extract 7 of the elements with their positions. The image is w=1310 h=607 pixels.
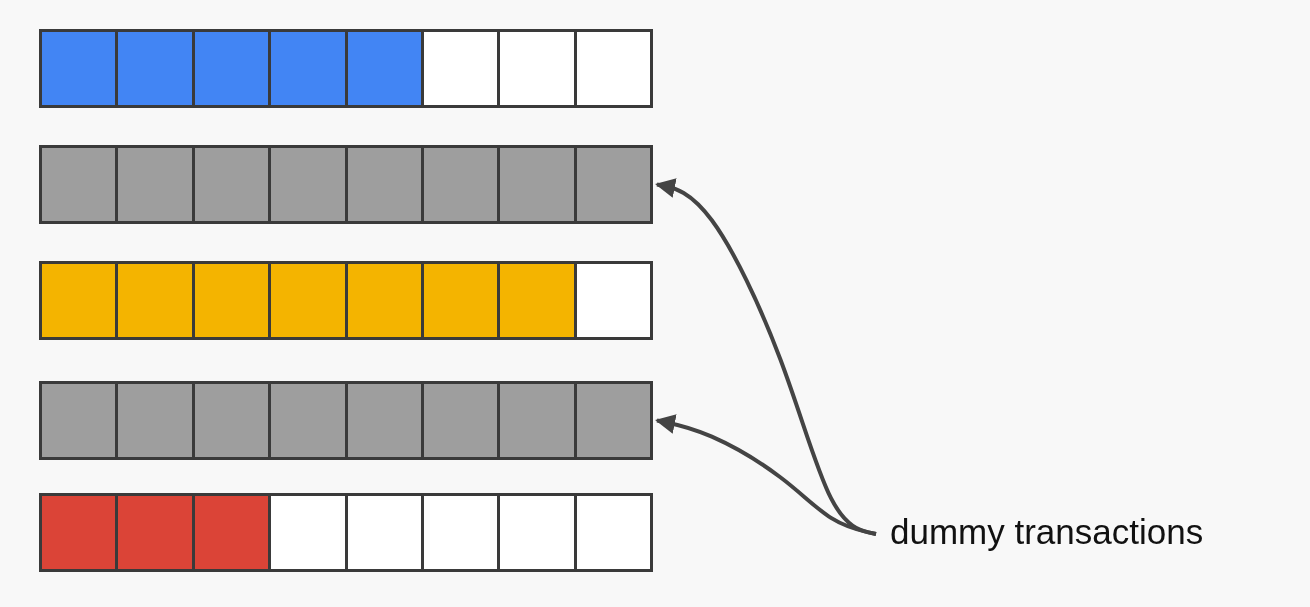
cell-row [39, 381, 653, 460]
cell-row [39, 261, 653, 340]
annotation-text: dummy transactions [890, 512, 1204, 551]
cell-row [39, 145, 653, 224]
arrow [655, 414, 877, 536]
cell-row [39, 29, 653, 108]
cell-row [39, 493, 653, 572]
